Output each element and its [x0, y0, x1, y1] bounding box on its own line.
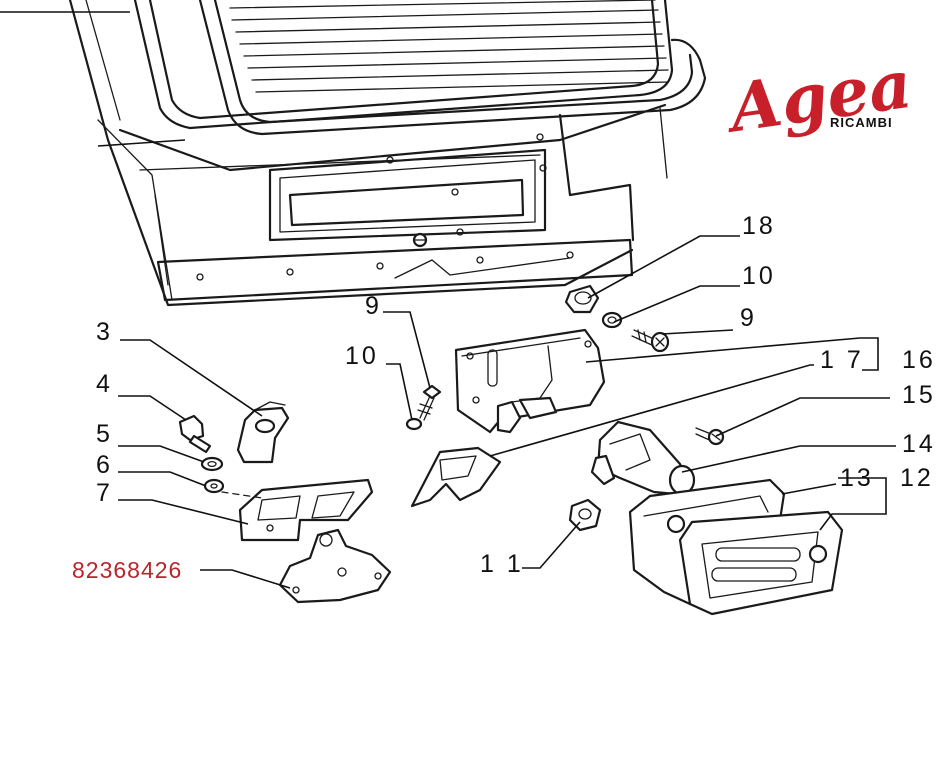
hinge-bracket-3 — [236, 401, 290, 464]
callout-12: 12 — [900, 464, 934, 492]
callout-10-left: 10 — [345, 342, 379, 370]
bolt-4 — [178, 414, 212, 454]
lock-bracket-16 — [454, 328, 606, 434]
agea-logo: Agea RICAMBI — [719, 45, 916, 148]
callout-7: 7 — [96, 479, 113, 507]
handle-12 — [666, 510, 844, 616]
brand-subtitle: RICAMBI — [830, 115, 893, 130]
callout-15: 15 — [902, 381, 936, 409]
striker-plate-82368426 — [278, 528, 392, 604]
nut-18 — [564, 284, 600, 314]
brand-name: Agea — [719, 45, 916, 148]
screw-9-left — [417, 384, 442, 421]
callout-16: 16 — [902, 346, 936, 374]
leader-lines — [118, 235, 896, 589]
callout-9-left: 9 — [365, 292, 382, 320]
callout-17: 1 7 — [820, 346, 864, 374]
callout-labels: 18 10 9 9 10 1 7 16 15 14 13 12 1 1 3 4 … — [72, 212, 936, 583]
plate-7 — [238, 478, 374, 542]
callout-10-right: 10 — [742, 262, 776, 290]
washer-6 — [203, 478, 225, 494]
screw-15 — [695, 427, 725, 446]
assembly-dash-left — [221, 491, 263, 499]
callout-14: 14 — [902, 430, 936, 458]
lock-cylinder-14 — [590, 420, 696, 496]
tailgate-drawing — [0, 0, 707, 307]
washer-10-left — [405, 417, 423, 431]
callout-11: 1 1 — [480, 550, 524, 578]
callout-13: 13 — [840, 464, 874, 492]
lock-clip-17 — [410, 446, 502, 508]
callout-9-right: 9 — [740, 304, 757, 332]
callout-3: 3 — [96, 318, 113, 346]
screw-9-right — [631, 329, 670, 353]
washer-5 — [200, 456, 224, 472]
nut-11 — [568, 498, 602, 532]
callout-4: 4 — [96, 370, 113, 398]
washer-10-right — [601, 311, 623, 329]
callout-18: 18 — [742, 212, 776, 240]
callout-5: 5 — [96, 420, 113, 448]
part-number-label: 82368426 — [72, 557, 182, 583]
callout-6: 6 — [96, 451, 113, 479]
